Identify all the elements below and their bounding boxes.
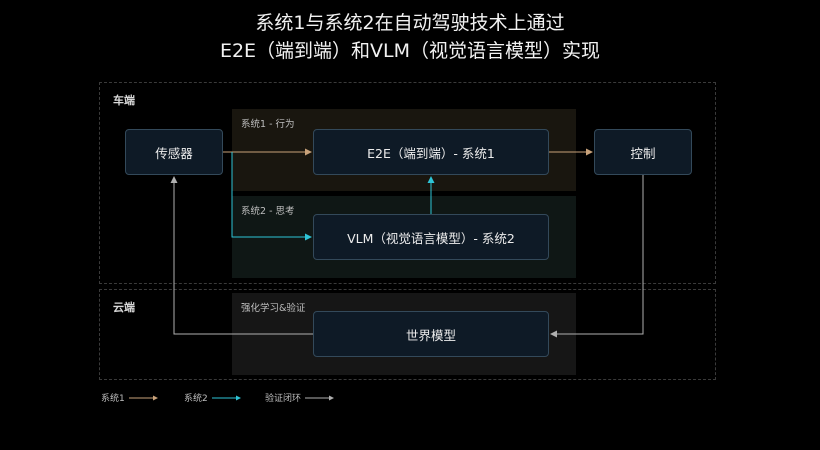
legend-validation-loop-arrow [305, 395, 335, 400]
arrow-sensor-to-vlm [231, 152, 312, 241]
legend-system1: 系统1 [101, 391, 159, 404]
diagram-title-line-1: 系统1与系统2在自动驾驶技术上通过 [255, 12, 565, 34]
vlm-node: VLM（视觉语言模型）- 系统2 [313, 214, 549, 260]
e2e-node: E2E（端到端）- 系统1 [313, 129, 549, 175]
system1-panel-label: 系统1 - 行为 [241, 119, 295, 130]
legend-validation-loop-label: 验证闭环 [265, 394, 302, 404]
system2-panel-label: 系统2 - 思考 [241, 206, 295, 217]
diagram-title-line-2: E2E（端到端）和VLM（视觉语言模型）实现 [219, 40, 601, 62]
rl-validation-panel-label: 强化学习&验证 [241, 303, 306, 314]
legend-system1-label: 系统1 [101, 394, 125, 404]
world-model-node: 世界模型 [313, 311, 549, 357]
car-side-region: 车端 [99, 82, 716, 284]
car-side-label: 车端 [113, 94, 135, 107]
arrow-world-model-to-sensor [170, 176, 313, 335]
sensor-node: 传感器 [125, 129, 223, 175]
legend-system2-label: 系统2 [184, 394, 208, 404]
arrow-control-to-world-model [550, 175, 644, 338]
legend-system2-arrow [211, 395, 241, 400]
cloud-side-label: 云端 [113, 301, 135, 314]
legend-validation-loop: 验证闭环 [265, 391, 335, 404]
legend-system2: 系统2 [184, 391, 242, 404]
control-node: 控制 [594, 129, 692, 175]
legend-system1-arrow [128, 395, 158, 400]
cloud-side-region: 云端 [99, 289, 716, 380]
